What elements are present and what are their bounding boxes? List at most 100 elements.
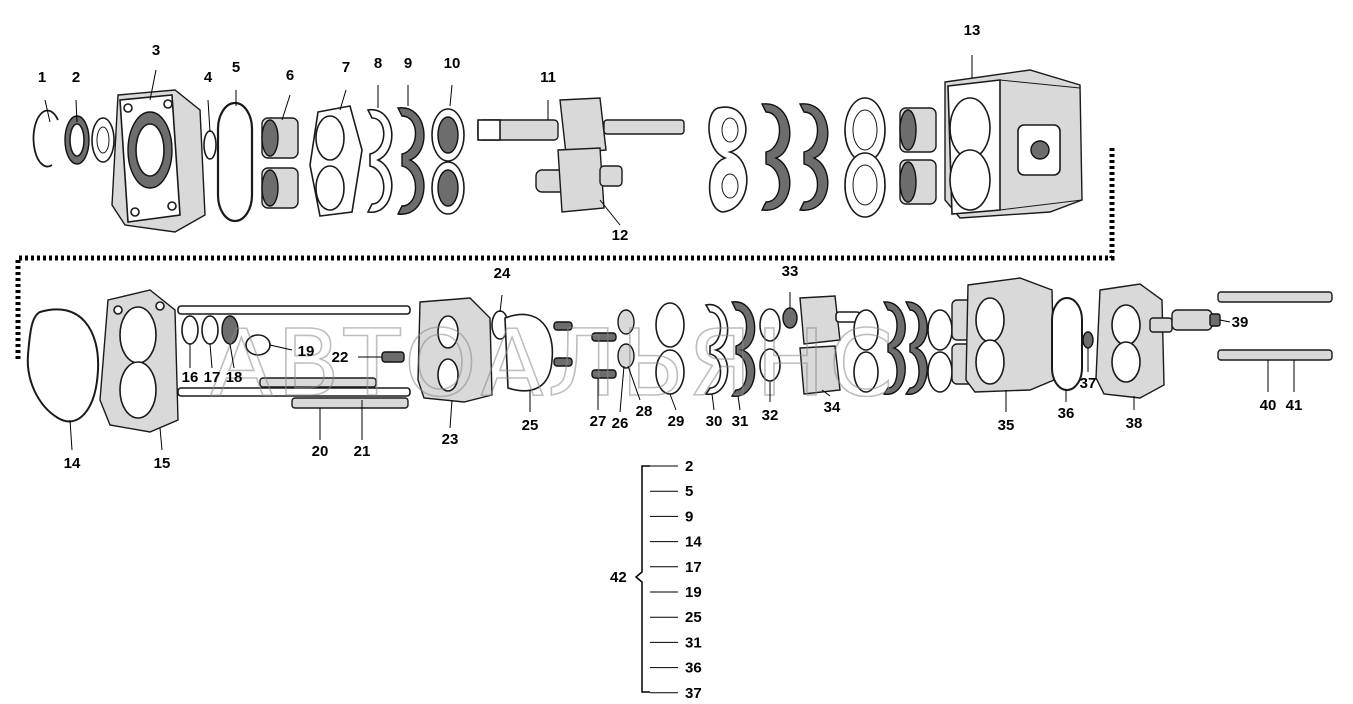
callout-41: 41 xyxy=(1286,397,1303,414)
part-seal-figure8-right xyxy=(708,106,748,213)
callout-40: 40 xyxy=(1260,397,1277,414)
callout-2: 2 xyxy=(72,69,80,86)
leader-39 xyxy=(1219,319,1231,323)
part-36-gasket xyxy=(1051,297,1083,391)
part-38-end-cover xyxy=(1095,283,1173,399)
part-3-flange-housing xyxy=(111,89,206,233)
part-23-valve-body xyxy=(417,297,493,403)
leader-6 xyxy=(281,94,291,121)
callout-15: 15 xyxy=(154,455,171,472)
callout-28: 28 xyxy=(636,403,653,420)
part-12-driven-gear xyxy=(535,147,623,213)
callout-35: 35 xyxy=(998,417,1015,434)
part-34-gears xyxy=(799,295,861,395)
kit-label: 42 xyxy=(610,569,627,586)
leader-lines xyxy=(44,55,1295,451)
kit-item-37: 37 xyxy=(685,685,702,702)
leader-23 xyxy=(449,399,453,429)
part-seal-3-b xyxy=(798,103,829,211)
kit-item-5: 5 xyxy=(685,483,693,500)
callout-23: 23 xyxy=(442,431,459,448)
callout-13: 13 xyxy=(964,22,981,39)
leader-28 xyxy=(627,365,641,401)
kit-bracket-line xyxy=(634,465,650,693)
callout-32: 32 xyxy=(762,407,779,424)
part-31-seal xyxy=(730,301,756,397)
leader-19 xyxy=(269,344,293,351)
kit-item-31: 31 xyxy=(685,634,702,651)
callout-36: 36 xyxy=(1058,405,1075,422)
part-8-seal xyxy=(366,109,393,213)
kit-item-9: 9 xyxy=(685,508,693,525)
callout-16: 16 xyxy=(182,369,199,386)
callout-33: 33 xyxy=(782,263,799,280)
leader-29 xyxy=(669,393,677,411)
part-wear-plate-right xyxy=(844,97,886,218)
leader-4 xyxy=(207,99,211,133)
part-2-ring-inner xyxy=(69,123,85,157)
leader-10 xyxy=(449,84,453,107)
part-long-bolts xyxy=(177,305,411,397)
callout-9: 9 xyxy=(404,55,412,72)
callout-22: 22 xyxy=(332,349,349,366)
part-10-seal xyxy=(431,108,465,215)
part-5-gasket xyxy=(216,101,254,223)
leader-3 xyxy=(149,69,157,101)
callout-17: 17 xyxy=(204,369,221,386)
callout-20: 20 xyxy=(312,443,329,460)
part-washer xyxy=(91,117,115,163)
leader-15 xyxy=(159,427,163,451)
kit-item-36: 36 xyxy=(685,660,702,677)
part-32-ring xyxy=(759,308,781,382)
part-seal-3-a xyxy=(760,103,791,211)
part-16-o-ring xyxy=(181,315,199,345)
part-26-27-28-springs xyxy=(553,309,635,379)
part-6-needle-bearings xyxy=(261,117,299,209)
callout-27: 27 xyxy=(590,413,607,430)
callout-24: 24 xyxy=(494,265,511,282)
part-37-seal xyxy=(1082,331,1094,349)
callout-14: 14 xyxy=(64,455,81,472)
leader-24 xyxy=(499,294,503,313)
part-39-valve-fitting xyxy=(1171,309,1221,331)
callout-5: 5 xyxy=(232,59,240,76)
callout-31: 31 xyxy=(732,413,749,430)
callout-34: 34 xyxy=(824,399,841,416)
part-29-wear-plate xyxy=(655,302,685,395)
kit-item-14: 14 xyxy=(685,534,702,551)
callout-26: 26 xyxy=(612,415,629,432)
part-4-o-ring xyxy=(203,130,217,160)
callout-7: 7 xyxy=(342,59,350,76)
callout-21: 21 xyxy=(354,443,371,460)
leader-31 xyxy=(737,395,741,411)
callout-37: 37 xyxy=(1080,375,1097,392)
callout-3: 3 xyxy=(152,42,160,59)
callout-29: 29 xyxy=(668,413,685,430)
leader-1 xyxy=(44,99,51,123)
part-13-gear-housing xyxy=(944,69,1083,219)
row-2-parts xyxy=(26,277,1333,433)
leader-26 xyxy=(619,365,625,413)
kit-item-19: 19 xyxy=(685,584,702,601)
part-25-gasket xyxy=(504,313,554,392)
part-40-41-bolts xyxy=(1217,291,1333,361)
callout-1: 1 xyxy=(38,69,46,86)
kit-item-17: 17 xyxy=(685,559,702,576)
callout-12: 12 xyxy=(612,227,629,244)
part-washer-inner xyxy=(96,126,110,154)
leader-7 xyxy=(339,89,347,111)
callout-30: 30 xyxy=(706,413,723,430)
row-1-parts xyxy=(32,69,1083,233)
part-11-drive-gear xyxy=(477,97,685,155)
callout-8: 8 xyxy=(374,55,382,72)
part-9-seal xyxy=(396,107,425,215)
callout-18: 18 xyxy=(226,369,243,386)
part-15-adapter-plate xyxy=(99,289,179,433)
part-20-21-bolts xyxy=(259,377,409,409)
callout-38: 38 xyxy=(1126,415,1143,432)
callout-4: 4 xyxy=(204,69,213,86)
part-1-snap-ring xyxy=(32,109,59,168)
